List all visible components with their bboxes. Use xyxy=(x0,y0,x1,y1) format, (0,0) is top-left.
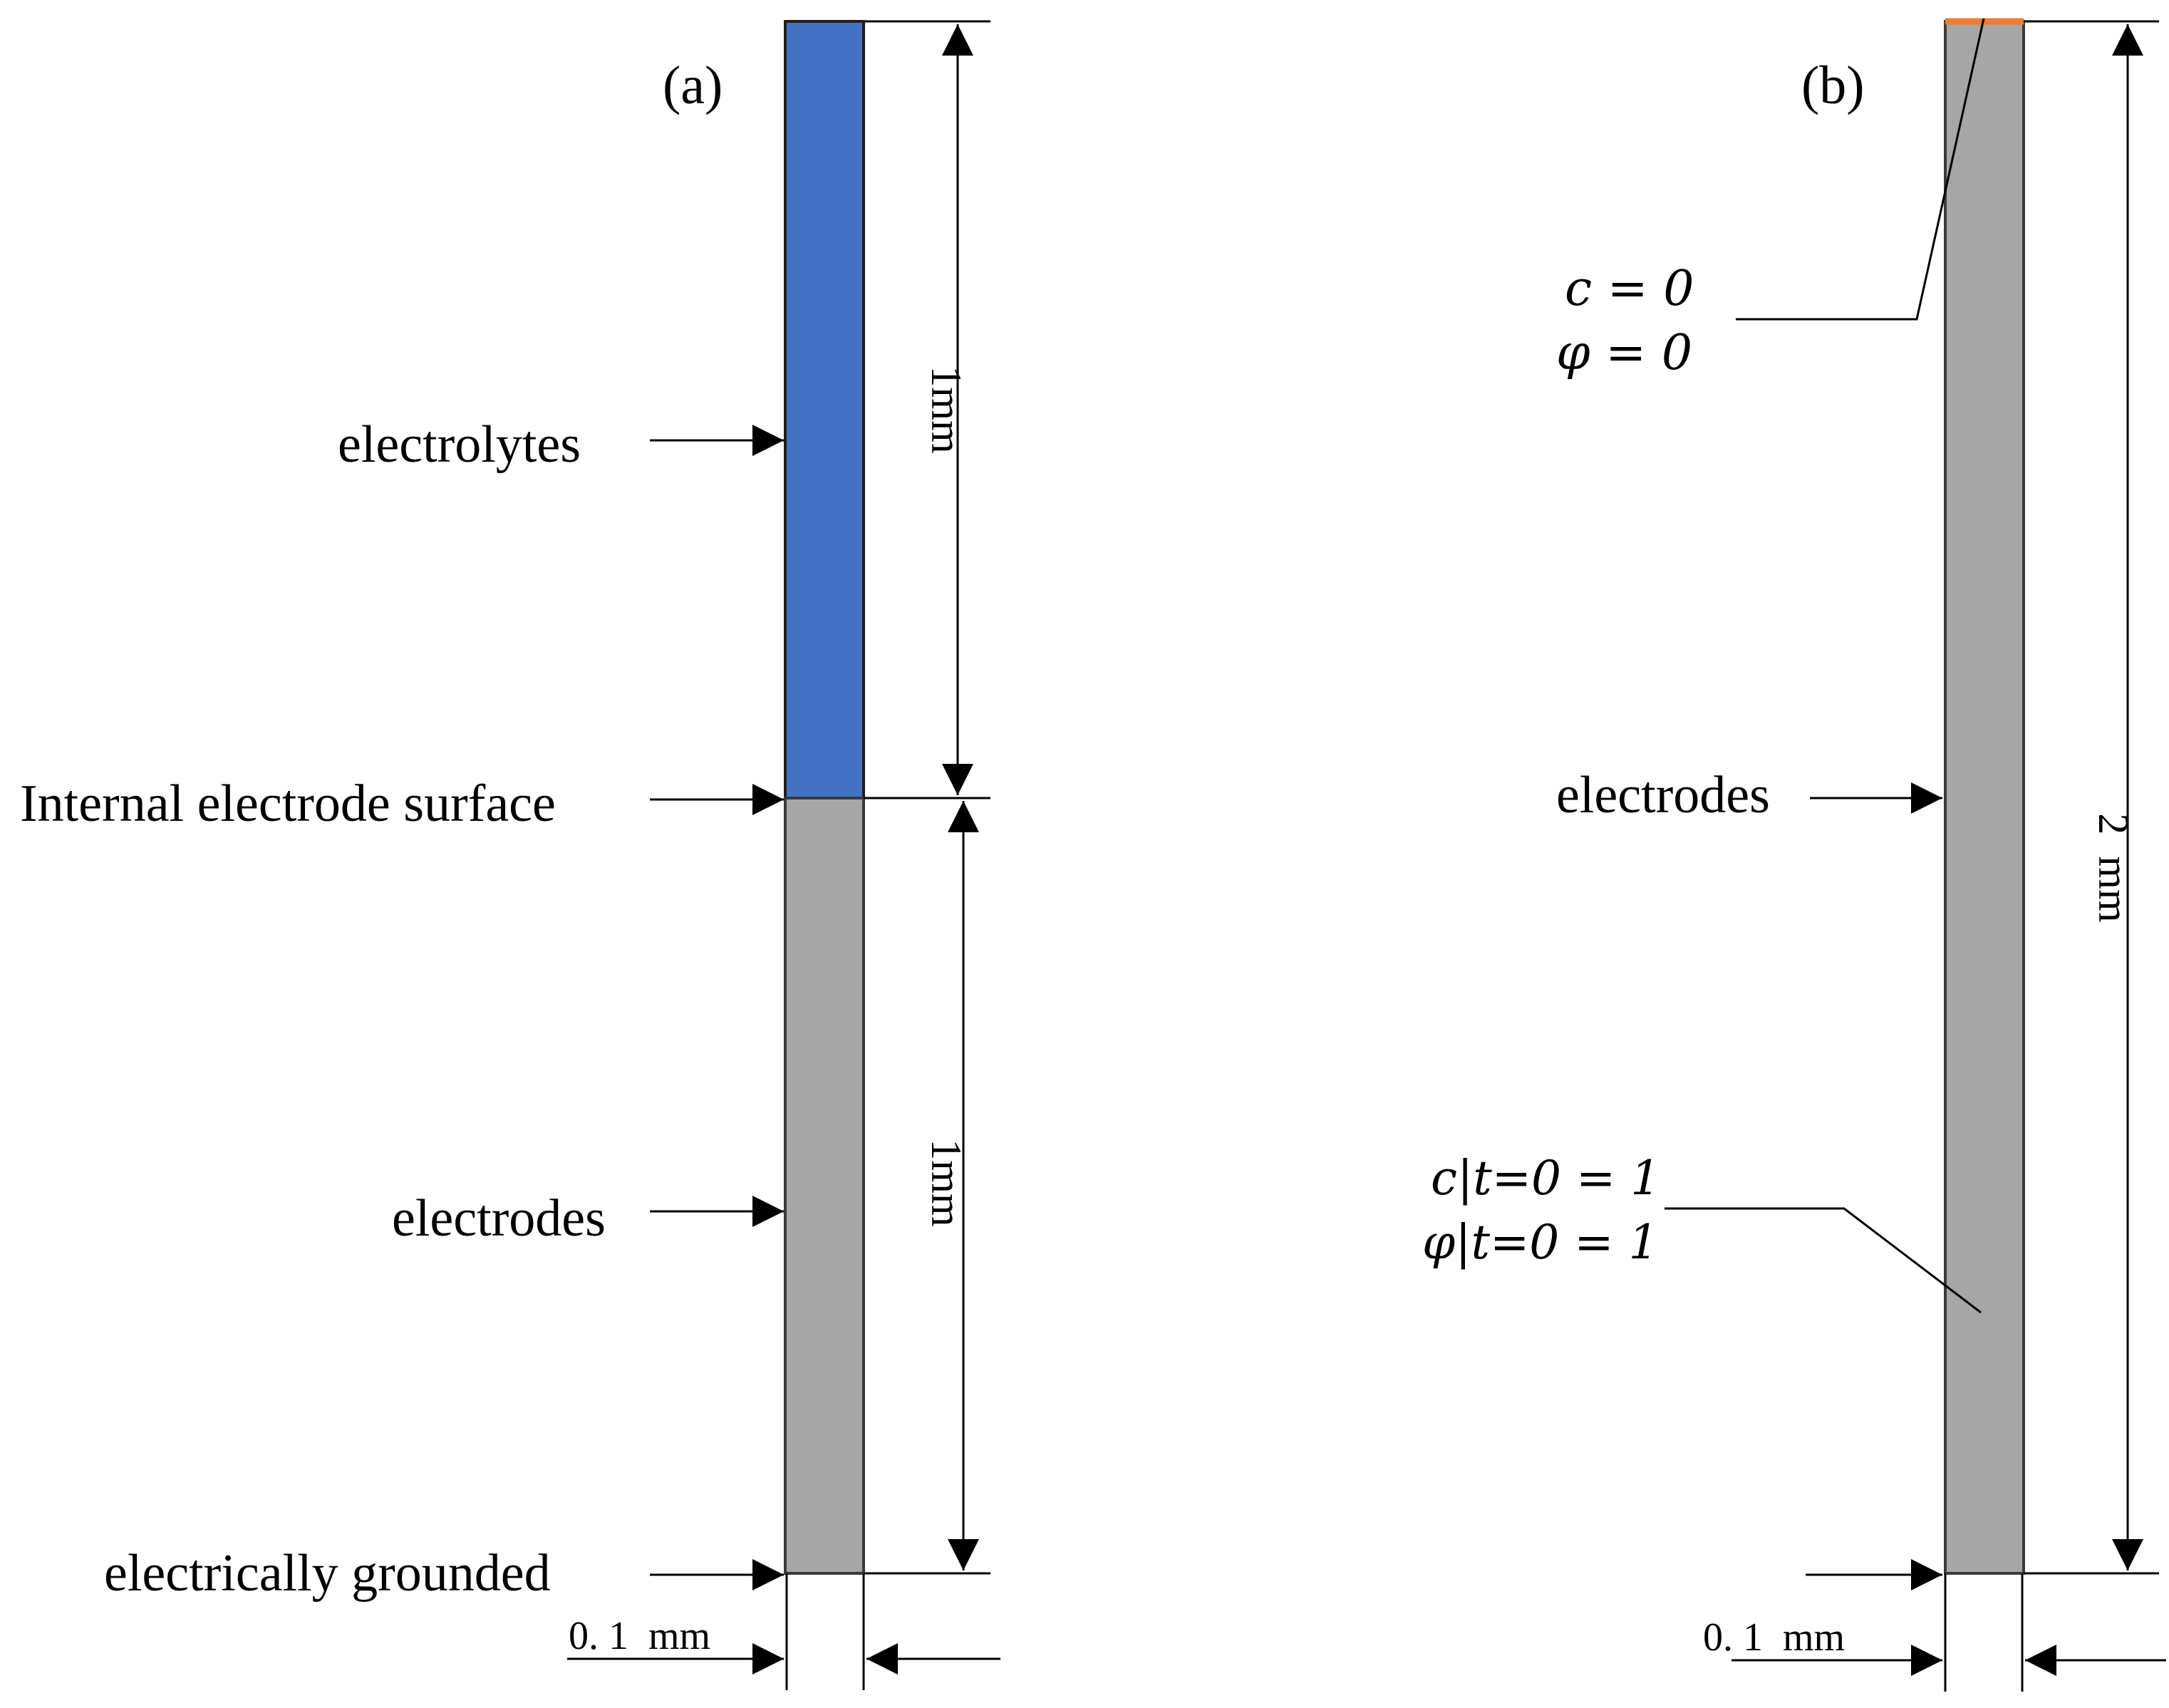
panel-b: 2 mm 0. 1 mm electrodes c = 0 φ = 0 c|t=… xyxy=(1422,18,2166,1692)
electrode-region-a xyxy=(784,797,865,1575)
bc-top-c: c = 0 xyxy=(1565,261,1694,317)
label-electrodes-a: electrodes xyxy=(392,1189,606,1248)
panel-a: 1mm 1mm 0. 1 mm (a) electrolytes Interna… xyxy=(20,20,1000,1690)
dim-label-lower-a: 1mm xyxy=(923,1139,970,1226)
dim-label-upper-a: 1mm xyxy=(923,366,970,453)
leader-initial-condition xyxy=(1665,1207,1982,1314)
ic-phi: φ|t=0 = 1 xyxy=(1422,1215,1659,1270)
label-electrodes-b: electrodes xyxy=(1556,766,1770,824)
label-electrolytes: electrolytes xyxy=(338,415,581,474)
label-electrically-grounded: electrically grounded xyxy=(104,1544,551,1603)
dim-label-height-b: 2 mm xyxy=(2090,813,2137,922)
width-label-b: 0. 1 mm xyxy=(1703,1615,1845,1660)
panel-tag-b: (b) xyxy=(1801,56,1865,115)
label-internal-electrode-surface: Internal electrode surface xyxy=(20,775,556,833)
panel-tag-a: (a) xyxy=(663,56,723,115)
bc-top-phi: φ = 0 xyxy=(1556,325,1692,381)
width-label-a: 0. 1 mm xyxy=(569,1614,710,1658)
electrode-region-b xyxy=(1944,20,2025,1575)
electrolyte-region xyxy=(784,20,865,799)
leader-top-bc xyxy=(1736,18,1985,321)
ic-c: c|t=0 = 1 xyxy=(1431,1151,1660,1206)
